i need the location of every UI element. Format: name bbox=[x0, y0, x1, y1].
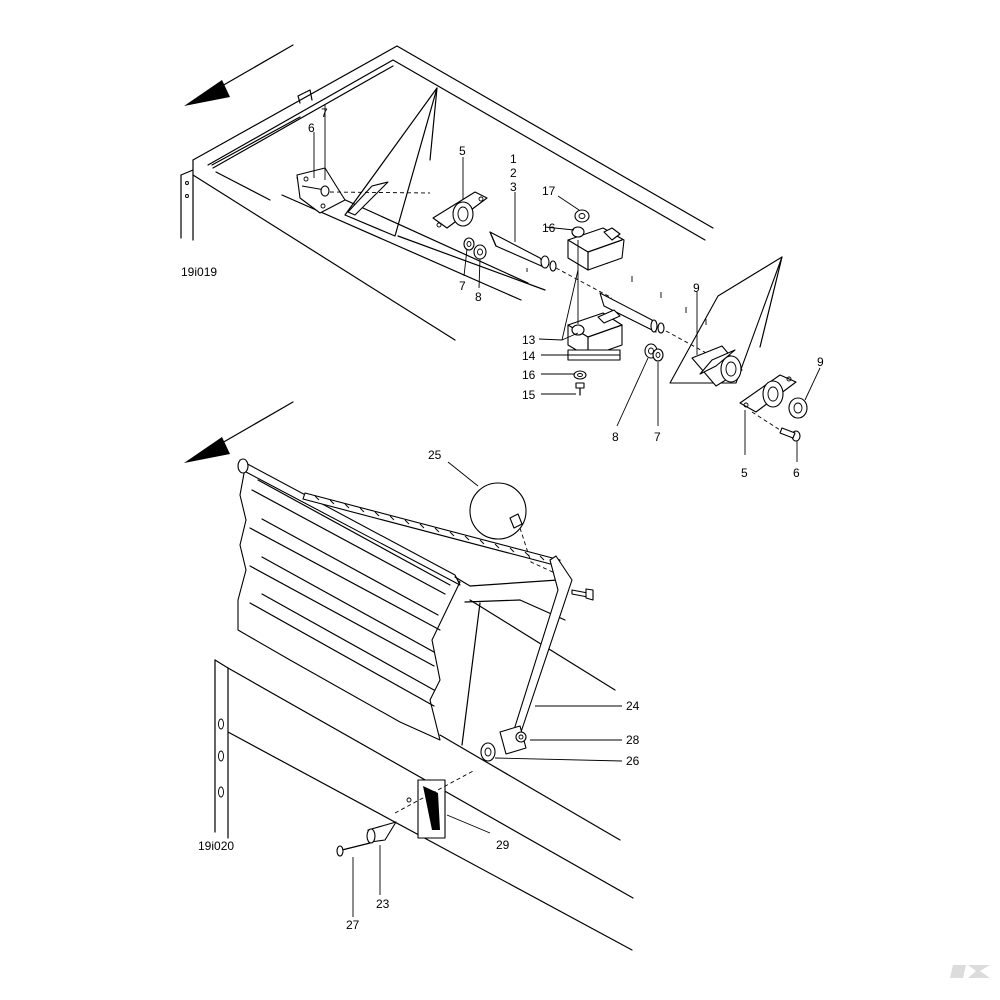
callout-5-right: 5 bbox=[741, 466, 748, 480]
counterweight-ball bbox=[469, 482, 558, 575]
callout-3: 3 bbox=[510, 180, 517, 194]
callout-9-top: 9 bbox=[693, 281, 700, 295]
callout-6-top: 6 bbox=[308, 121, 315, 135]
callout-7-top: 7 bbox=[321, 106, 328, 120]
direction-arrow-bottom bbox=[184, 401, 294, 463]
callout-24: 24 bbox=[626, 699, 640, 713]
callout-8-left: 8 bbox=[475, 290, 482, 304]
callout-7-left: 7 bbox=[459, 279, 466, 293]
callout-14: 14 bbox=[522, 349, 536, 363]
left-bracket-parts bbox=[296, 167, 488, 260]
callout-15: 15 bbox=[522, 388, 536, 402]
callout-29: 29 bbox=[496, 838, 510, 852]
callout-28: 28 bbox=[626, 733, 640, 747]
callout-7-right: 7 bbox=[654, 430, 661, 444]
callout-labels-top: 7 6 5 1 2 3 17 16 7 8 13 14 16 15 9 8 7 … bbox=[308, 106, 824, 480]
callout-16-bottom: 16 bbox=[522, 368, 536, 382]
callout-1: 1 bbox=[510, 152, 517, 166]
callout-27: 27 bbox=[346, 918, 360, 932]
reflector-cup bbox=[366, 821, 397, 844]
rope bbox=[302, 492, 561, 567]
direction-arrow-top bbox=[184, 44, 294, 106]
callout-17: 17 bbox=[542, 184, 556, 198]
clamp-upper bbox=[567, 209, 625, 271]
bottom-assembly-view: 19i020 25 24 28 26 29 23 27 bbox=[184, 401, 640, 951]
callout-16-top: 16 bbox=[542, 221, 556, 235]
callout-6-right: 6 bbox=[793, 466, 800, 480]
shaft-tube bbox=[489, 231, 711, 356]
callout-25: 25 bbox=[428, 448, 442, 462]
callout-labels-bottom: 25 24 28 26 29 23 27 bbox=[346, 448, 640, 932]
right-bracket-parts bbox=[644, 343, 808, 442]
figure-code-top: 19i019 bbox=[181, 265, 217, 279]
rivet-27 bbox=[336, 842, 371, 857]
decal-sign bbox=[394, 769, 476, 839]
top-assembly-view: 19i019 7 6 5 1 2 bbox=[180, 44, 824, 480]
clamp-lower bbox=[567, 240, 623, 396]
callout-9-right: 9 bbox=[817, 355, 824, 369]
callout-5-top: 5 bbox=[459, 144, 466, 158]
callout-23: 23 bbox=[376, 897, 390, 911]
callout-leaders-top bbox=[313, 104, 821, 462]
curtain bbox=[237, 467, 461, 741]
callout-26: 26 bbox=[626, 754, 640, 768]
callout-leaders-bottom bbox=[352, 461, 623, 917]
curtain-rod bbox=[237, 458, 559, 746]
figure-code-bottom: 19i020 bbox=[198, 839, 234, 853]
frame-top bbox=[180, 45, 783, 384]
callout-8-right: 8 bbox=[612, 430, 619, 444]
callout-2: 2 bbox=[510, 166, 517, 180]
callout-13: 13 bbox=[522, 333, 536, 347]
brand-k-logo-icon bbox=[950, 965, 990, 978]
lever-arm bbox=[480, 555, 594, 762]
side-panel bbox=[214, 599, 634, 951]
